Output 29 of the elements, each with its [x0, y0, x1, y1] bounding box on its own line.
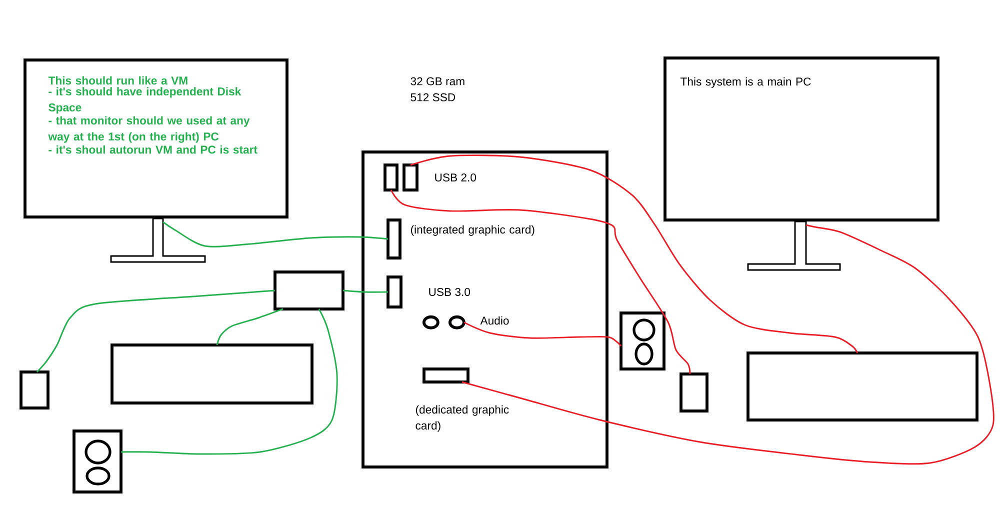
- cable: [464, 322, 622, 346]
- cable: [390, 190, 691, 374]
- keyboard: [746, 352, 978, 422]
- screen-text: This should run like a VM: [48, 76, 188, 85]
- cable: [342, 290, 388, 293]
- spec-text: 512 SSD: [410, 93, 456, 102]
- cable: [410, 154, 858, 354]
- mouse: [20, 370, 50, 410]
- mouse: [680, 372, 708, 412]
- port-label: USB 3.0: [429, 288, 470, 296]
- screen-text: - that monitor should we used at any way at the 1st (on the right) PC: [48, 116, 250, 143]
- keyboard: [110, 344, 314, 404]
- cable: [121, 308, 338, 455]
- pc-tower: [362, 150, 608, 468]
- screen-text: - it's should have independent Disk Space: [48, 87, 242, 114]
- speaker: [620, 312, 666, 370]
- screen-text: - it's shoul autorun VM and PC is start: [48, 145, 258, 154]
- cable: [36, 290, 276, 372]
- spec-text: 32 GB ram: [410, 77, 464, 86]
- port-label: USB 2.0: [435, 174, 476, 182]
- hub-box: [274, 270, 344, 310]
- port-slot: [384, 164, 398, 192]
- cable: [216, 308, 284, 346]
- audio-jack: [422, 315, 440, 330]
- port-label: (dedicated graphic card): [416, 405, 509, 432]
- port-label: (integrated graphic card): [410, 225, 534, 236]
- speaker: [72, 430, 122, 494]
- port-label: Audio: [480, 316, 509, 325]
- screen-text: This system is a main PC: [680, 77, 811, 88]
